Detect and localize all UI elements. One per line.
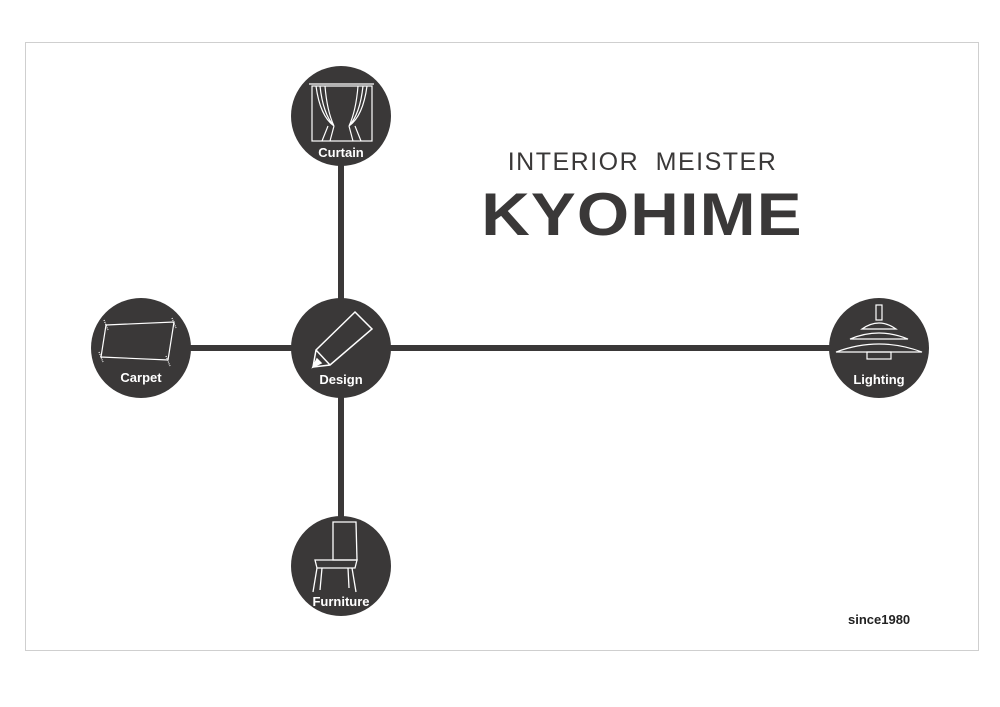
chair-icon xyxy=(312,521,358,593)
node-label-carpet: Carpet xyxy=(120,370,162,385)
carpet-icon xyxy=(98,317,177,367)
node-lighting: Lighting xyxy=(829,298,929,398)
node-curtain: Curtain xyxy=(291,66,391,166)
node-label-curtain: Curtain xyxy=(318,145,364,160)
node-label-furniture: Furniture xyxy=(312,594,369,609)
node-furniture: Furniture xyxy=(291,516,391,616)
node-design: Design xyxy=(291,298,391,398)
node-carpet: Carpet xyxy=(91,298,191,398)
card-border xyxy=(25,42,979,651)
curtain-icon xyxy=(309,83,374,142)
pendant-lamp-icon xyxy=(835,304,923,360)
since-text: since1980 xyxy=(848,612,911,627)
node-label-design: Design xyxy=(319,372,362,387)
brand-name: KYOHIME xyxy=(481,181,803,248)
brand-subtitle: INTERIOR MEISTER xyxy=(507,148,778,176)
node-label-lighting: Lighting xyxy=(853,372,904,387)
pencil-icon xyxy=(311,310,374,369)
